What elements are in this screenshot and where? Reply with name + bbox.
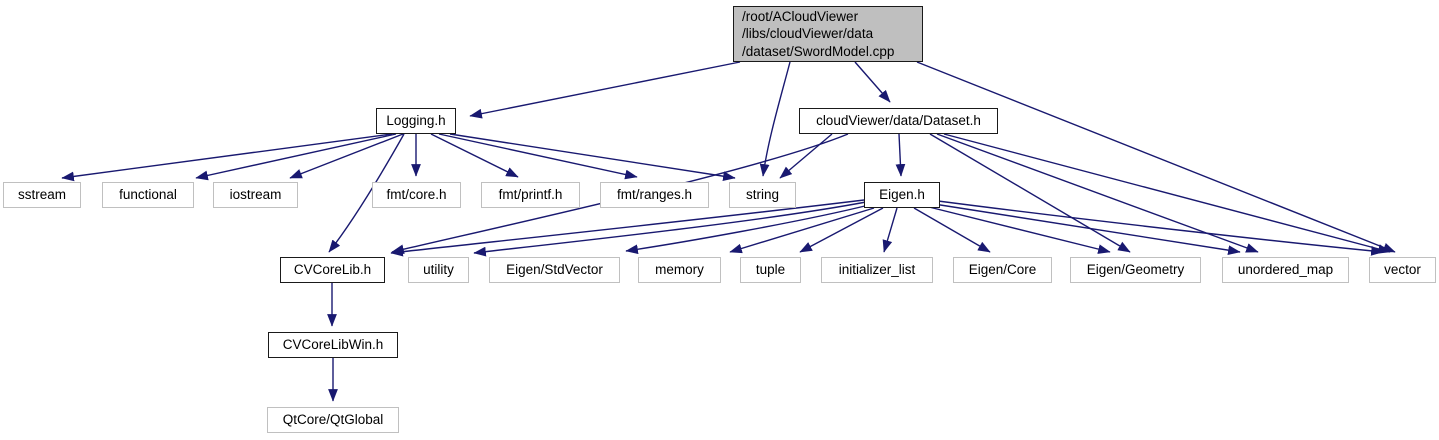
node-label-unorderedmap: unordered_map — [1237, 261, 1334, 277]
node-label-utility: utility — [423, 261, 454, 277]
node-vector[interactable]: vector — [1369, 257, 1436, 283]
node-label-eigengeometry: Eigen/Geometry — [1086, 261, 1185, 277]
edge-eigenh-to-vector — [937, 200, 1384, 256]
node-unorderedmap[interactable]: unordered_map — [1222, 257, 1349, 283]
node-eigencore[interactable]: Eigen/Core — [953, 257, 1052, 283]
edge-root-to-string — [759, 61, 791, 177]
node-utility[interactable]: utility — [408, 257, 469, 283]
node-label-vector: vector — [1384, 261, 1421, 277]
node-eigenh[interactable]: Eigen.h — [864, 182, 940, 208]
node-label-fmtcore: fmt/core.h — [386, 186, 447, 202]
node-label-initializer: initializer_list — [838, 261, 916, 277]
node-label-eigenstdvector: Eigen/StdVector — [506, 261, 603, 277]
node-label-iostream: iostream — [229, 186, 282, 202]
edge-dataset-to-string — [779, 133, 833, 179]
edge-eigenh-to-eigengeometry — [924, 205, 1111, 254]
edge-dataset-to-unorderedmap — [936, 133, 1259, 253]
node-label-fmtranges: fmt/ranges.h — [616, 186, 693, 202]
node-qtglobal[interactable]: QtCore/QtGlobal — [267, 407, 399, 433]
edge-eigenh-to-unorderedmap — [933, 203, 1241, 255]
edge-logging-to-string — [449, 133, 736, 182]
edge-eigenh-to-initializer — [882, 207, 898, 253]
node-label-fmtprintf: fmt/printf.h — [498, 186, 563, 202]
node-label-logging: Logging.h — [386, 112, 446, 128]
node-string[interactable]: string — [729, 182, 796, 208]
node-eigengeometry[interactable]: Eigen/Geometry — [1070, 257, 1201, 283]
edge-dataset-to-eigengeometry — [929, 133, 1131, 253]
node-fmtranges[interactable]: fmt/ranges.h — [600, 182, 709, 208]
node-label-dataset: cloudViewer/data/Dataset.h — [816, 112, 981, 128]
node-functional[interactable]: functional — [102, 182, 194, 208]
edge-group — [61, 61, 1396, 402]
edge-eigenh-to-utility — [473, 201, 867, 257]
edge-eigenh-to-eigenstdvector — [625, 204, 870, 255]
node-eigenstdvector[interactable]: Eigen/StdVector — [489, 257, 620, 283]
node-label-root: /root/ACloudViewer /libs/cloudViewer/dat… — [742, 8, 895, 59]
node-label-sstream: sstream — [17, 186, 66, 202]
edge-logging-to-functional — [195, 133, 397, 181]
node-label-cvcorelib: CVCoreLib.h — [293, 261, 372, 277]
node-fmtprintf[interactable]: fmt/printf.h — [481, 182, 580, 208]
edge-dataset-to-eigenh — [895, 133, 906, 177]
edge-logging-to-fmtprintf — [430, 133, 519, 178]
node-label-eigenh: Eigen.h — [879, 186, 925, 202]
node-cvcorelibwin[interactable]: CVCoreLibWin.h — [268, 332, 398, 358]
node-label-tuple: tuple — [755, 261, 786, 277]
node-initializer[interactable]: initializer_list — [821, 257, 933, 283]
edge-eigenh-to-eigencore — [913, 207, 991, 253]
edge-logging-to-fmtranges — [438, 133, 638, 180]
edge-logging-to-iostream — [289, 133, 404, 179]
edge-eigenh-to-memory — [729, 207, 875, 254]
node-dataset[interactable]: cloudViewer/data/Dataset.h — [799, 108, 998, 134]
node-label-functional: functional — [119, 186, 177, 202]
node-root[interactable]: /root/ACloudViewer /libs/cloudViewer/dat… — [733, 6, 923, 62]
node-label-string: string — [745, 186, 779, 202]
node-label-cvcorelibwin: CVCoreLibWin.h — [282, 336, 384, 352]
node-label-eigencore: Eigen/Core — [968, 261, 1037, 277]
node-fmtcore[interactable]: fmt/core.h — [372, 182, 461, 208]
node-memory[interactable]: memory — [638, 257, 721, 283]
node-tuple[interactable]: tuple — [740, 257, 801, 283]
node-label-qtglobal: QtCore/QtGlobal — [282, 411, 384, 427]
edge-root-to-vector — [916, 61, 1396, 253]
edge-eigenh-to-tuple — [799, 207, 884, 253]
node-label-memory: memory — [655, 261, 704, 277]
node-sstream[interactable]: sstream — [3, 182, 81, 208]
node-cvcorelib[interactable]: CVCoreLib.h — [280, 257, 385, 283]
edge-root-to-logging — [469, 61, 741, 119]
edge-root-to-dataset — [854, 61, 891, 103]
edge-dataset-to-vector — [943, 133, 1391, 254]
node-logging[interactable]: Logging.h — [376, 108, 456, 134]
edge-logging-to-sstream — [61, 133, 393, 182]
node-iostream[interactable]: iostream — [213, 182, 298, 208]
